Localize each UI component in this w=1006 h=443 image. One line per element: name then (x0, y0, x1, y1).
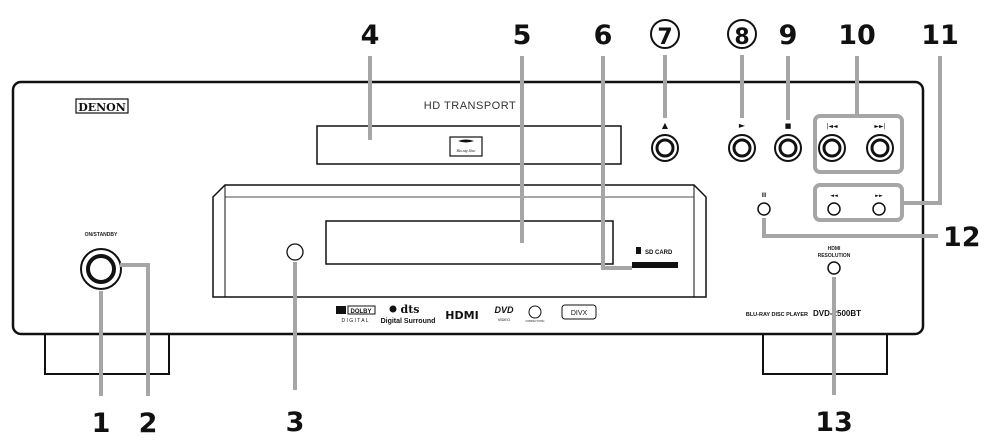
rewind-icon: ◄◄ (830, 193, 838, 199)
open-close-icon: ▲ (662, 121, 669, 130)
divx-logo: DIVX (571, 310, 588, 317)
dts-logo: dts (401, 303, 420, 316)
play-button-group: ► (728, 121, 756, 162)
callout-13: 13 (815, 407, 853, 438)
callout-10: 10 (838, 20, 876, 51)
disc-tray (316, 125, 622, 165)
fl-display (325, 220, 614, 265)
callout-lines (99, 55, 942, 396)
brand-logo: DENON (78, 101, 126, 114)
dts-digital-surround-text: Digital Surround (381, 318, 436, 325)
callout-7: 7 (657, 25, 672, 50)
next-button-inner (870, 138, 890, 158)
format-logos: DOLBY D I G I T A L dts Digital Surround… (336, 303, 597, 325)
bluray-logo-mark (458, 139, 474, 143)
callout-2: 2 (139, 408, 158, 439)
dolby-digital-text: D I G I T A L (341, 318, 368, 324)
open-close-button-group: ▲ (651, 121, 679, 162)
dts-logo-mark (389, 305, 397, 313)
stop-icon: ■ (785, 122, 792, 130)
pause-button[interactable] (757, 202, 771, 216)
cd-logo-mark (528, 305, 542, 319)
brand-logo-box (75, 98, 129, 114)
callout-7-circle (650, 19, 680, 49)
callout-3: 3 (286, 407, 305, 438)
callout-4: 4 (361, 20, 380, 51)
play-button-inner (732, 138, 752, 158)
open-close-button-inner (655, 138, 675, 158)
leader-12 (762, 218, 938, 238)
pause-icon: II (762, 192, 766, 199)
left-foot (44, 333, 170, 375)
callout-8: 8 (734, 25, 749, 50)
fast-forward-button[interactable] (872, 202, 886, 216)
hdmi-logo: HDMI (445, 309, 478, 322)
cd-logo: COMPACT DISC (526, 320, 545, 323)
model-caption: BLU-RAY DISC PLAYER (746, 312, 808, 318)
callout-8-circle (727, 19, 757, 49)
bluray-logo-text: Blu-ray Disc (457, 149, 476, 153)
fast-forward-icon: ►► (875, 193, 883, 199)
prev-button-inner (822, 138, 842, 158)
callout-6: 6 (594, 20, 613, 51)
dolby-logo: DOLBY (351, 309, 372, 315)
sd-icon (636, 247, 641, 254)
dolby-logo-box (347, 305, 376, 315)
dvd-video-text: VIDEO (498, 317, 510, 322)
power-label: ON/STANDBY (85, 232, 118, 238)
hdmi-resolution-button[interactable] (827, 261, 841, 275)
next-icon: ►►| (874, 123, 885, 130)
rewind-button[interactable] (827, 202, 841, 216)
model-number: DVD-2500BT (813, 309, 861, 318)
callout-9: 9 (779, 20, 798, 51)
leader-2 (120, 263, 150, 396)
callout-1: 1 (92, 408, 111, 439)
prev-icon: |◄◄ (826, 123, 838, 130)
sd-card-slot[interactable] (632, 262, 678, 268)
play-icon: ► (739, 121, 746, 130)
dvd-logo: DVD (494, 305, 514, 315)
hdmi-resolution-label-2: RESOLUTION (818, 253, 851, 259)
hdmi-resolution-label-1: HDMI (828, 246, 841, 252)
right-foot (762, 333, 888, 375)
power-button-inner (86, 254, 116, 284)
remote-sensor (286, 243, 304, 261)
dolby-logo-mark (336, 306, 346, 314)
sd-card-label: SD CARD (645, 250, 673, 256)
callout-12: 12 (943, 222, 981, 253)
stop-button-inner (778, 138, 798, 158)
callout-5: 5 (513, 20, 532, 51)
divx-logo-box (561, 304, 597, 320)
callout-11: 11 (921, 20, 959, 51)
leader-11 (902, 56, 942, 205)
bluray-logo (449, 136, 483, 157)
leader-6 (601, 56, 632, 270)
transport-label: HD TRANSPORT (424, 100, 516, 112)
stop-button-group: ■ (774, 122, 802, 162)
